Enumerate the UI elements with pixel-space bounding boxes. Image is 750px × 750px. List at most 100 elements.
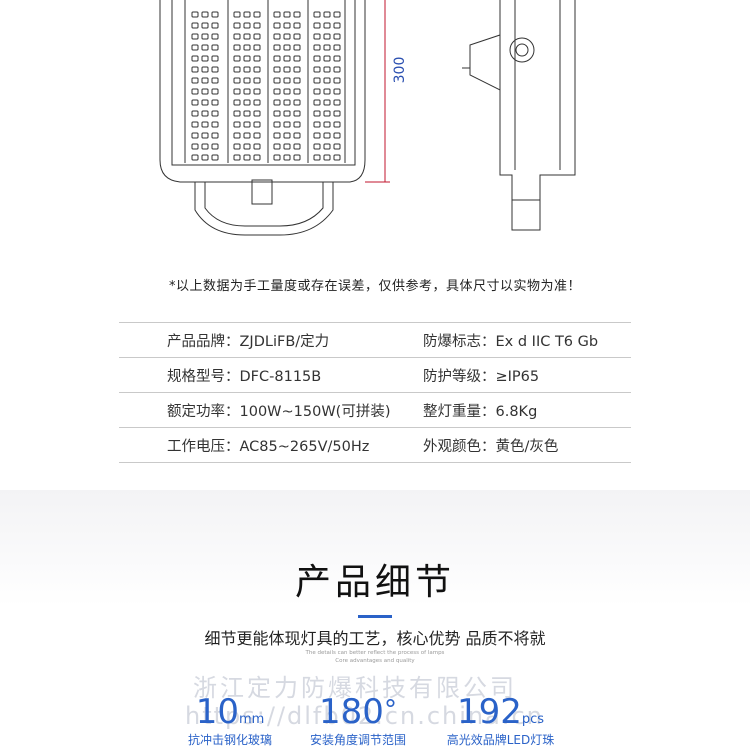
led-chip [323,132,331,139]
spec-value: ≥IP65 [495,368,540,385]
led-chip [191,22,199,29]
led-chip [273,77,281,84]
led-chip [191,33,199,40]
spec-cell-right: 防爆标志：Ex d IIC T6 Gb [375,330,631,351]
led-chip [233,88,241,95]
spec-value: 100W~150W(可拼装) [239,403,391,420]
spec-key: 整灯重量： [423,403,496,420]
spec-key: 额定功率： [167,403,240,420]
spec-value: DFC-8115B [239,368,322,385]
led-chip [191,143,199,150]
spec-value: 黄色/灰色 [495,438,559,455]
spec-key: 防护等级： [423,368,496,385]
led-chip [323,99,331,106]
led-chip [273,143,281,150]
led-chip [233,143,241,150]
led-chip [201,22,209,29]
led-chip [191,77,199,84]
led-chip [211,88,219,95]
stat-label: 高光效品牌LED灯珠 [446,733,555,747]
title-underline [358,615,392,618]
led-chip [211,132,219,139]
led-chip [323,143,331,150]
led-chip [323,88,331,95]
led-chip [323,55,331,62]
led-chip [293,99,301,106]
led-chip [243,88,251,95]
led-chip [191,44,199,51]
spec-cell-left: 规格型号：DFC-8115B [119,365,375,386]
led-chip [243,143,251,150]
led-chip [201,77,209,84]
section-title: 产品细节 [294,562,455,603]
led-chip [201,33,209,40]
led-chip [253,143,261,150]
led-chip [233,99,241,106]
section-en-line-2: Core advantages and quality [335,658,415,664]
led-chip [273,22,281,29]
led-chip [313,88,321,95]
spec-value: ZJDLiFB/定力 [239,333,330,350]
led-chip [191,66,199,73]
led-chip [293,11,301,18]
led-chip [233,132,241,139]
led-chip [273,55,281,62]
led-chip [201,132,209,139]
led-chip [283,121,291,128]
stat-label: 抗冲击钢化玻璃 [187,733,272,747]
led-chip [273,44,281,51]
led-chip [293,132,301,139]
led-chip [333,11,341,18]
led-chip [191,88,199,95]
led-chip [293,33,301,40]
led-chip [273,99,281,106]
led-chip [293,154,301,161]
stat-value: 192 [456,692,522,732]
led-chip [243,33,251,40]
led-chip [323,110,331,117]
led-chip [273,66,281,73]
led-chip [283,33,291,40]
led-chip [333,121,341,128]
led-chip [243,110,251,117]
led-chip [293,121,301,128]
led-chip [243,99,251,106]
led-chip [283,110,291,117]
led-chip [211,55,219,62]
led-chip [211,44,219,51]
led-chip [191,11,199,18]
stat-angle-range: 180° 安装角度调节范围 [298,695,418,748]
led-chip [201,110,209,117]
led-chip [273,33,281,40]
led-chip [323,154,331,161]
led-chip [211,22,219,29]
led-chip [323,22,331,29]
led-chip [293,110,301,117]
led-chip [313,11,321,18]
led-chip [253,55,261,62]
led-chip [283,77,291,84]
led-chip [243,22,251,29]
dimension-label: 300 [392,57,408,84]
led-chip [233,110,241,117]
stat-glass-thickness: 10mm 抗冲击钢化玻璃 [180,695,280,748]
led-chip [313,99,321,106]
spec-cell-right: 外观颜色：黄色/灰色 [375,435,631,456]
led-chip [313,154,321,161]
led-chip [243,11,251,18]
led-chip [233,11,241,18]
led-chip [201,44,209,51]
led-chip [211,11,219,18]
led-chip [323,121,331,128]
led-chip [233,44,241,51]
spec-key: 工作电压： [167,438,240,455]
stat-unit: mm [238,712,265,727]
led-chip [253,132,261,139]
led-chip [323,33,331,40]
led-chip [333,88,341,95]
company-watermark: 浙江定力防爆科技有限公司 [193,674,517,702]
led-chip [323,66,331,73]
led-chip [253,121,261,128]
led-chip [333,33,341,40]
led-chip [211,121,219,128]
